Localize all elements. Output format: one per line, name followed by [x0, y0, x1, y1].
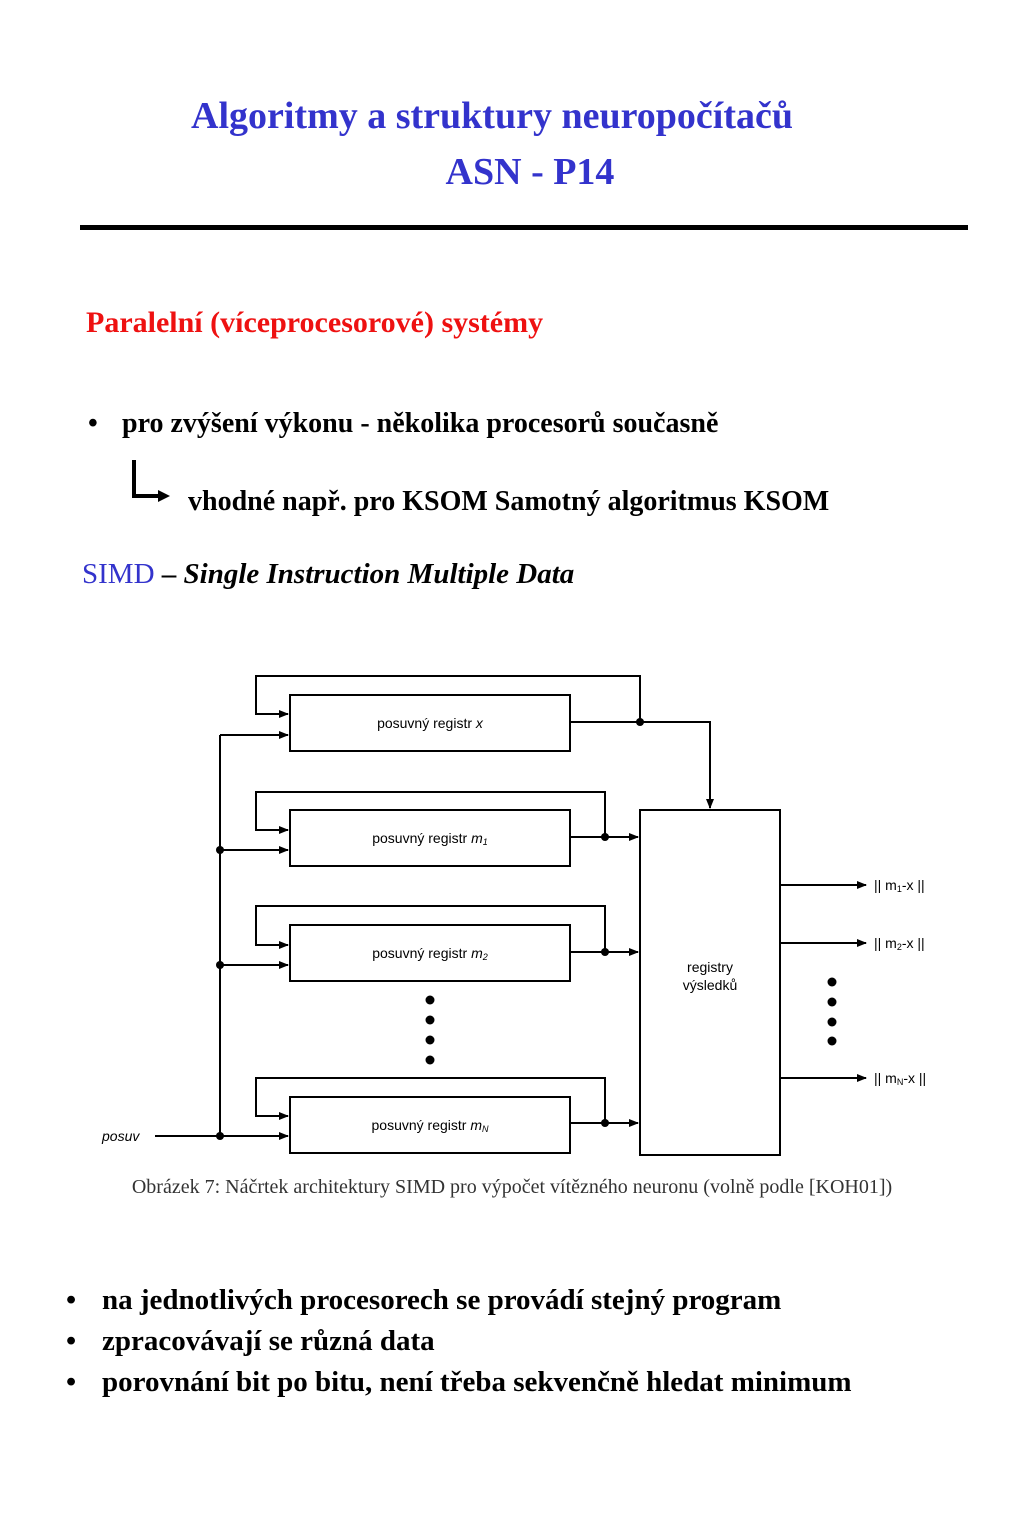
simd-expansion: Single Instruction Multiple Data [183, 558, 575, 590]
simd-dash: – [154, 558, 184, 590]
register-m2-label: posuvný registr m2 [372, 945, 488, 962]
register-mN-label: posuvný registr mN [372, 1117, 490, 1134]
bullet-subtext: vhodné např. pro KSOM Samotný algoritmus… [188, 486, 830, 517]
bullet-symbol: • [66, 1366, 77, 1398]
bullet-text: pro zvýšení výkonu - několika procesorů … [122, 408, 719, 439]
output-label-2: || m2-x || [874, 935, 925, 952]
bullet-symbol: • [66, 1325, 77, 1357]
simd-architecture-diagram: posuvný registr x posuvný registr m1 pos… [101, 675, 926, 1156]
output-label-1: || m1-x || [874, 877, 925, 894]
bullet-symbol: • [66, 1284, 77, 1316]
title-divider [80, 225, 968, 230]
result-registers-block [639, 809, 781, 1156]
title-line-1: Algoritmy a struktury neuropočítačů [191, 95, 793, 137]
title-line-2: ASN - P14 [445, 151, 615, 193]
list-item-text: porovnání bit po bitu, není třeba sekven… [102, 1366, 852, 1398]
list-item: • na jednotlivých procesorech se provádí … [66, 1284, 781, 1317]
list-item: • porovnání bit po bitu, není třeba sekve… [66, 1366, 852, 1399]
figure-caption: Obrázek 7: Náčrtek architektury SIMD pro… [131, 1176, 893, 1198]
list-item: • zpracovávají se různá data [66, 1325, 435, 1358]
list-item-text: na jednotlivých procesorech se provádí s… [102, 1284, 782, 1316]
simd-acronym: SIMD [82, 558, 155, 590]
result-block-label-2: výsledků [683, 977, 737, 993]
input-label: posuv [101, 1128, 140, 1144]
result-block-label-1: registry [687, 959, 733, 975]
bullet-symbol: • [88, 408, 98, 439]
bullet-item: • pro zvýšení výkonu - několika procesorů… [88, 408, 718, 440]
list-item-text: zpracovávají se různá data [102, 1325, 435, 1357]
output-label-N: || mN-x || [874, 1070, 926, 1087]
register-x-label: posuvný registr x [377, 715, 484, 731]
register-m1-label: posuvný registr m1 [372, 830, 488, 847]
register-mN [289, 1096, 571, 1154]
section-heading: Paralelní (víceprocesorové) systémy [86, 306, 544, 339]
simd-definition: SIMD – Single Instruction Multiple Data [82, 558, 574, 591]
corner-arrow-icon [132, 460, 170, 502]
